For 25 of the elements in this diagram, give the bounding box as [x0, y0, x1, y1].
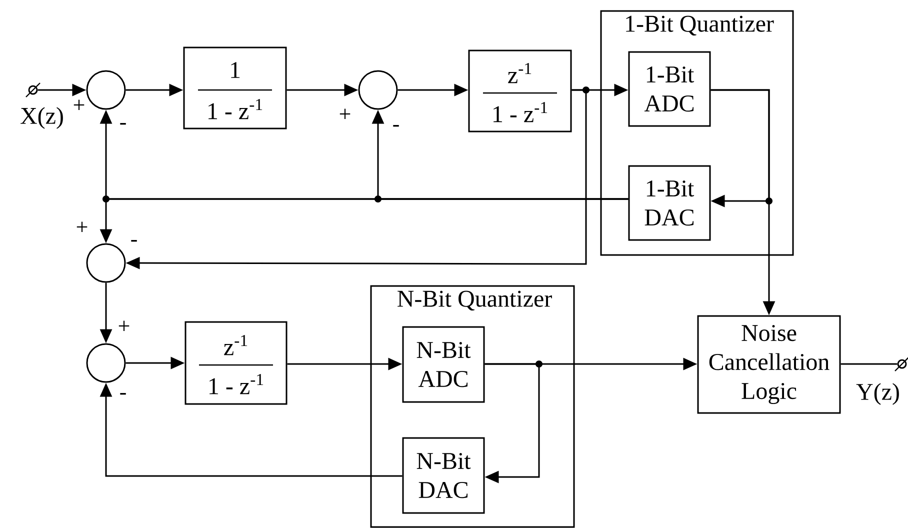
- block: 1-Bit DAC: [628, 165, 711, 241]
- sign-label: +: [118, 320, 130, 332]
- arrow: [484, 363, 540, 484]
- sign-label: -: [120, 123, 126, 125]
- sign-label: +: [74, 100, 84, 110]
- block: N-Bit ADC: [402, 326, 485, 403]
- terminal: [894, 356, 908, 372]
- input-label: X(z): [20, 107, 63, 129]
- sign-label: -: [131, 240, 137, 242]
- transfer-function-box: z$^{-1}$ 1 - z$^{-1}$: [468, 50, 572, 132]
- sign-label: -: [393, 125, 399, 127]
- summing-junction: [86, 70, 126, 110]
- transfer-function-box: z$^{-1}$ 1 - z$^{-1}$: [184, 321, 288, 405]
- summing-junction: [358, 70, 398, 110]
- summing-junction: [86, 243, 126, 283]
- output-label: Y(z): [856, 383, 899, 405]
- block: Noise Cancellation Logic: [697, 315, 841, 414]
- block: N-Bit DAC: [402, 437, 485, 514]
- terminal: [26, 82, 40, 98]
- block: 1-Bit ADC: [628, 51, 711, 127]
- summing-junction: [86, 343, 126, 383]
- transfer-function-box: 1 1 - z$^{-1}$: [183, 46, 287, 130]
- sign-label: -: [120, 393, 126, 395]
- sign-label: +: [340, 108, 350, 120]
- sign-label: +: [76, 222, 88, 232]
